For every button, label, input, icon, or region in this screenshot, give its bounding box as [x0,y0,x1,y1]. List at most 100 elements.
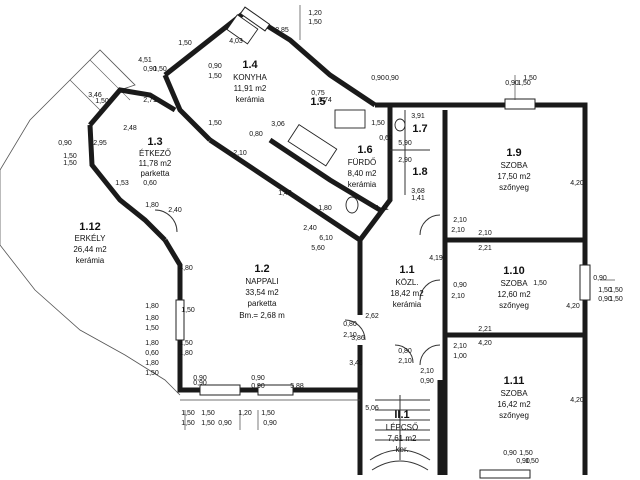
svg-text:szőnyeg: szőnyeg [499,183,529,192]
dim-label: 0,90 [58,140,72,147]
svg-text:26,44 m2: 26,44 m2 [73,245,107,254]
balcony-outline [0,49,181,396]
dim-label: 2,10 [343,332,357,339]
svg-text:1.12: 1.12 [79,221,100,233]
svg-text:33,54 m2: 33,54 m2 [245,288,279,297]
door-swing-icon [154,209,178,233]
svg-text:ker.: ker. [396,445,409,454]
dim-label: 4,51 [138,57,152,64]
window-icon [239,6,271,32]
stairs [369,395,431,471]
svg-text:Bm.= 2,68 m: Bm.= 2,68 m [239,311,285,320]
door-swing-icon [394,344,414,364]
door-swing-icon [419,214,441,236]
dim-label: 1,53 [115,180,129,187]
dim-label: 0,60 [379,135,393,142]
dim-label: 1,50 [178,40,192,47]
room-1-6: 1.6 FÜRDŐ 8,40 m2 kerámia [348,144,377,189]
dim-label: 0,90 [503,450,517,457]
dim-label: 5,90 [398,140,412,147]
dim-label: 2,10 [398,358,412,365]
svg-text:kerámia: kerámia [393,300,422,309]
svg-text:1.7: 1.7 [412,123,427,135]
dim-label: 3,68 [411,188,425,195]
dim-label: 1,50 [208,120,222,127]
dim-label: 5,06 [365,405,379,412]
svg-text:1.10: 1.10 [503,265,524,277]
dim-label: 3,86 [351,335,365,342]
dim-label: 1,50 [533,280,547,287]
svg-text:1.9: 1.9 [506,147,521,159]
dim-label: 0,90 [251,375,265,382]
dim-label: 0,90 [516,458,530,465]
dim-label: 1,50 [179,340,193,347]
doors [154,209,441,366]
svg-text:1.6: 1.6 [357,144,372,156]
dim-label: 1,50 [519,450,533,457]
dim-label: 1,50 [201,410,215,417]
dim-label: 0,90 [420,378,434,385]
dim-label: 0,60 [143,180,157,187]
dim-label: 1,50 [145,370,159,377]
dim-label: 2,10 [420,368,434,375]
dim-label: 4,80 [179,265,193,272]
dim-label: 2,10 [233,150,247,157]
svg-text:SZOBA: SZOBA [500,389,528,398]
dim-label: 2,10 [451,227,465,234]
room-1-7: 1.7 [412,123,427,135]
door-swing-icon [419,279,441,301]
svg-text:parketta: parketta [141,169,170,178]
door-swing-icon [344,319,366,341]
svg-text:ÉTKEZŐ: ÉTKEZŐ [139,149,171,158]
room-1-5: 1.5 [310,96,325,108]
dim-label: 0,80 [398,348,412,355]
dim-label: 0,90 [251,383,265,390]
dim-label: 0,90 [218,420,232,427]
dim-label: 1,48 [278,190,292,197]
dim-label: 4,20 [570,180,584,187]
dim-label: 0,90 [598,296,612,303]
room-1-8: 1.8 [412,166,427,178]
room-1-12: 1.12 ERKÉLY 26,44 m2 kerámia [73,221,107,265]
dim-label: 5,88 [290,383,304,390]
dim-label: 0,60 [145,350,159,357]
dimension-labels: 1,20 1,50 1,50 2,85 4,03 0,90 1,50 0,90 … [58,10,623,465]
dim-label: 0,80 [249,131,263,138]
window-icon [199,384,241,396]
svg-text:parketta: parketta [248,299,277,308]
room-1-11: 1.11 SZOBA 16,42 m2 szőnyeg [497,375,531,420]
dim-label: 4,19 [429,255,443,262]
svg-text:SZOBA: SZOBA [500,279,528,288]
room-1-1: 1.1 KÖZL. 18,42 m2 kerámia [390,264,424,309]
door-swing-icon [419,344,441,366]
svg-text:LÉPCSŐ: LÉPCSŐ [386,423,418,432]
svg-text:kerámia: kerámia [76,256,105,265]
window-icon [257,384,294,396]
svg-text:7,61 m2: 7,61 m2 [388,434,417,443]
svg-text:ERKÉLY: ERKÉLY [75,234,107,243]
dim-label: 1,20 [238,410,252,417]
dim-label: 3,46 [88,92,102,99]
dim-label: 2,21 [478,245,492,252]
dim-label: 3,06 [271,121,285,128]
dim-label: 4,20 [478,340,492,347]
svg-text:18,42 m2: 18,42 m2 [390,289,424,298]
dim-label: 1,80 [145,202,159,209]
dim-label: 1,50 [609,296,623,303]
room-1-10: 1.10 SZOBA 12,60 m2 szőnyeg [497,265,531,310]
dim-label: 4,20 [566,303,580,310]
svg-text:1.11: 1.11 [504,375,525,387]
dim-label: 5,60 [311,245,325,252]
svg-text:1.8: 1.8 [412,166,427,178]
dim-label: 0,90 [143,66,157,73]
dim-label: 2,90 [398,157,412,164]
window-icon [479,469,531,479]
dim-label: 0,90 [505,80,519,87]
room-1-4: 1.4 KONYHA 11,91 m2 kerámia [233,59,267,104]
dim-label: 0,90 [593,275,607,282]
dim-label: 1,80 [145,315,159,322]
dim-label: 1,50 [598,287,612,294]
dimension-lines [180,5,615,430]
window-icon [504,98,536,110]
svg-text:FÜRDŐ: FÜRDŐ [348,158,376,167]
